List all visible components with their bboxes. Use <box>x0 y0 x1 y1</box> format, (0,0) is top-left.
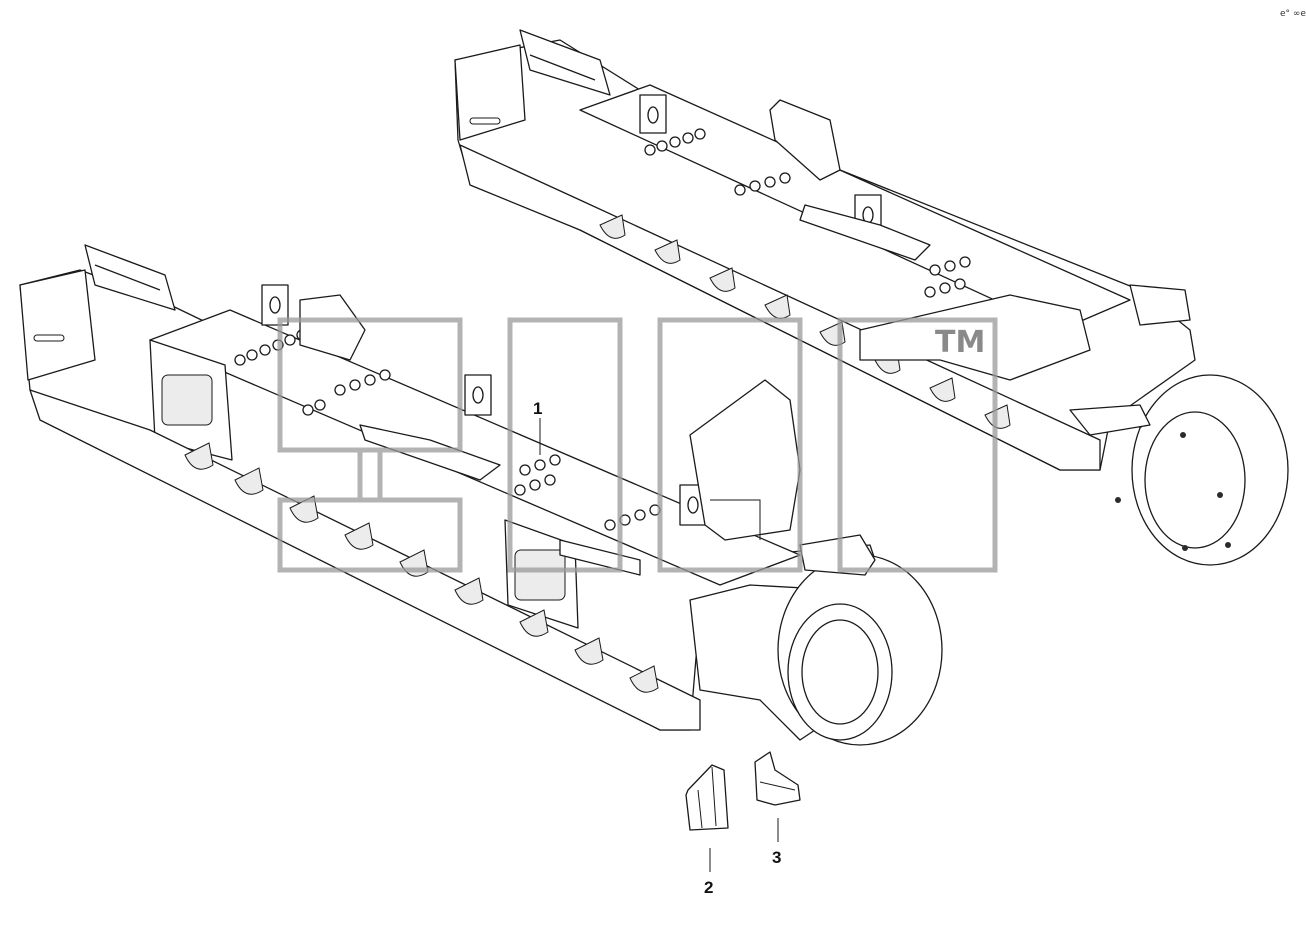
rear-idler-wheel <box>1069 374 1289 566</box>
watermark-logo: TM <box>277 317 998 573</box>
corner-mark: e° ∞e <box>1280 9 1306 19</box>
rear-frame-bolts <box>644 128 971 298</box>
front-frame-bolts <box>234 329 661 531</box>
callout-3: 3 <box>772 818 781 867</box>
callout-1-label: 1 <box>533 399 542 418</box>
part-3-clip <box>754 751 801 806</box>
callout-2: 2 <box>704 848 713 897</box>
watermark-trademark: TM <box>935 325 985 360</box>
callout-2-label: 2 <box>704 878 713 897</box>
callout-3-label: 3 <box>772 848 781 867</box>
part-2-clip <box>685 764 729 831</box>
front-frame-ribs <box>184 442 659 693</box>
callout-1: 1 <box>533 399 542 455</box>
front-drive-wheel <box>689 554 943 746</box>
